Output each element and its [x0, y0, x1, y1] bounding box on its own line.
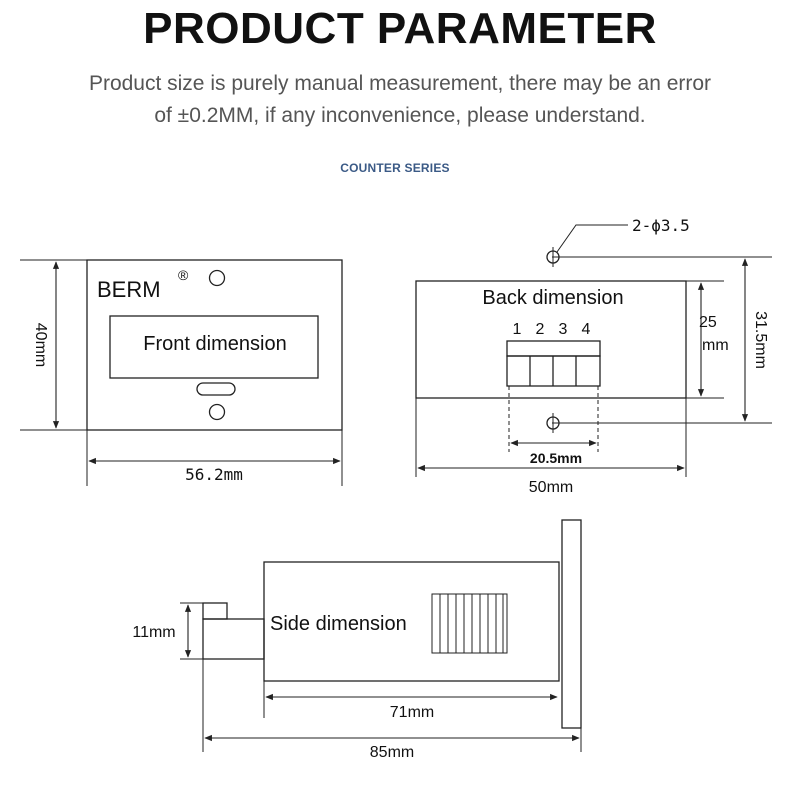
front-dimension-label: Front dimension [143, 333, 286, 355]
front-view [20, 259, 343, 486]
side-body-length-value: 71mm [390, 704, 434, 721]
side-front-flange [561, 519, 582, 729]
back-terminal-number-1: 1 [513, 321, 522, 338]
measurement-note-line-2: of ±0.2MM, if any inconvenience, please … [154, 104, 646, 127]
back-width-value: 50mm [529, 479, 573, 496]
side-view [180, 519, 582, 752]
measurement-note-line-1: Product size is purely manual measuremen… [88, 72, 712, 95]
back-terminal-number-2: 2 [536, 321, 545, 338]
side-knob-body [202, 618, 265, 660]
side-dimension-label: Side dimension [270, 613, 407, 635]
side-knob-height-value: 11mm [132, 624, 175, 641]
back-terminal-number-4: 4 [582, 321, 591, 338]
back-hole-leader-line [556, 224, 628, 253]
back-terminal-width-value: 20.5mm [530, 450, 582, 466]
back-view [415, 224, 772, 477]
front-slot [196, 382, 236, 396]
page-title: PRODUCT PARAMETER [143, 4, 657, 53]
side-ribbed-label-area [431, 593, 508, 654]
side-knob-cap [202, 602, 228, 620]
front-width-value: 56.2mm [185, 465, 243, 484]
back-total-height-value: 31.5mm [752, 311, 769, 369]
front-height-value: 40mm [32, 323, 49, 367]
back-body-outline [415, 280, 687, 399]
front-body-outline [86, 259, 343, 431]
front-bottom-circle-icon [208, 403, 226, 421]
front-registered-mark: ® [178, 267, 189, 283]
front-brand-logo: BERM [97, 277, 161, 302]
front-display-window [109, 315, 319, 379]
back-hole-spec: 2-ϕ3.5 [632, 216, 690, 235]
series-label: COUNTER SERIES [340, 161, 450, 175]
front-reset-circle-icon [208, 269, 226, 287]
side-total-length-value: 85mm [370, 744, 414, 761]
back-dimension-label: Back dimension [482, 287, 623, 309]
back-terminal-block-top [506, 340, 601, 357]
back-terminal-number-3: 3 [559, 321, 568, 338]
back-inner-height-value: 25 [699, 314, 717, 331]
back-inner-height-unit: mm [702, 337, 729, 354]
